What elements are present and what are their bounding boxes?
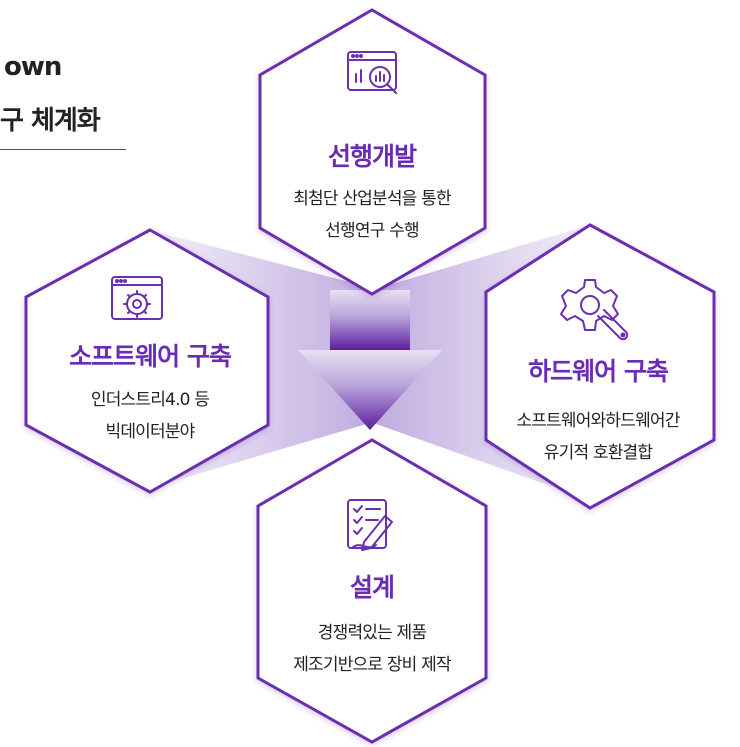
node-left-title: 소프트웨어 구축 [69, 342, 232, 371]
node-top-desc-line2: 선행연구 수행 [325, 221, 419, 241]
header-underline [0, 149, 126, 150]
hexagon-right [484, 223, 716, 510]
hexagon-bottom [256, 438, 488, 744]
node-bottom-title: 설계 [349, 573, 395, 602]
node-left-desc-line1: 인더스트리4.0 등 [90, 390, 210, 410]
node-left-desc-line2: 빅데이터분야 [105, 422, 195, 442]
hexagon-top [258, 8, 487, 296]
header-line-1: own [4, 52, 62, 82]
node-right-desc-line1: 소프트웨어와하드웨어간 [516, 411, 680, 431]
center-down-arrow [298, 290, 442, 430]
design-checklist-icon [347, 499, 393, 551]
node-top-desc-line1: 최첨단 산업분석을 통한 [293, 189, 451, 209]
node-right-desc-line2: 유기적 호환결합 [543, 443, 653, 463]
data-analysis-icon [347, 51, 397, 94]
node-right-title: 하드웨어 구축 [528, 357, 669, 386]
wrench-gear-icon [560, 279, 629, 341]
node-bottom-desc-line1: 경쟁력있는 제품 [317, 623, 427, 643]
hexagon-left [24, 228, 270, 494]
node-top-title: 선행개발 [327, 142, 417, 171]
header-line-2: 구 체계화 [0, 106, 101, 136]
software-settings-icon [111, 276, 163, 320]
node-bottom-desc-line2: 제조기반으로 장비 제작 [293, 655, 451, 675]
